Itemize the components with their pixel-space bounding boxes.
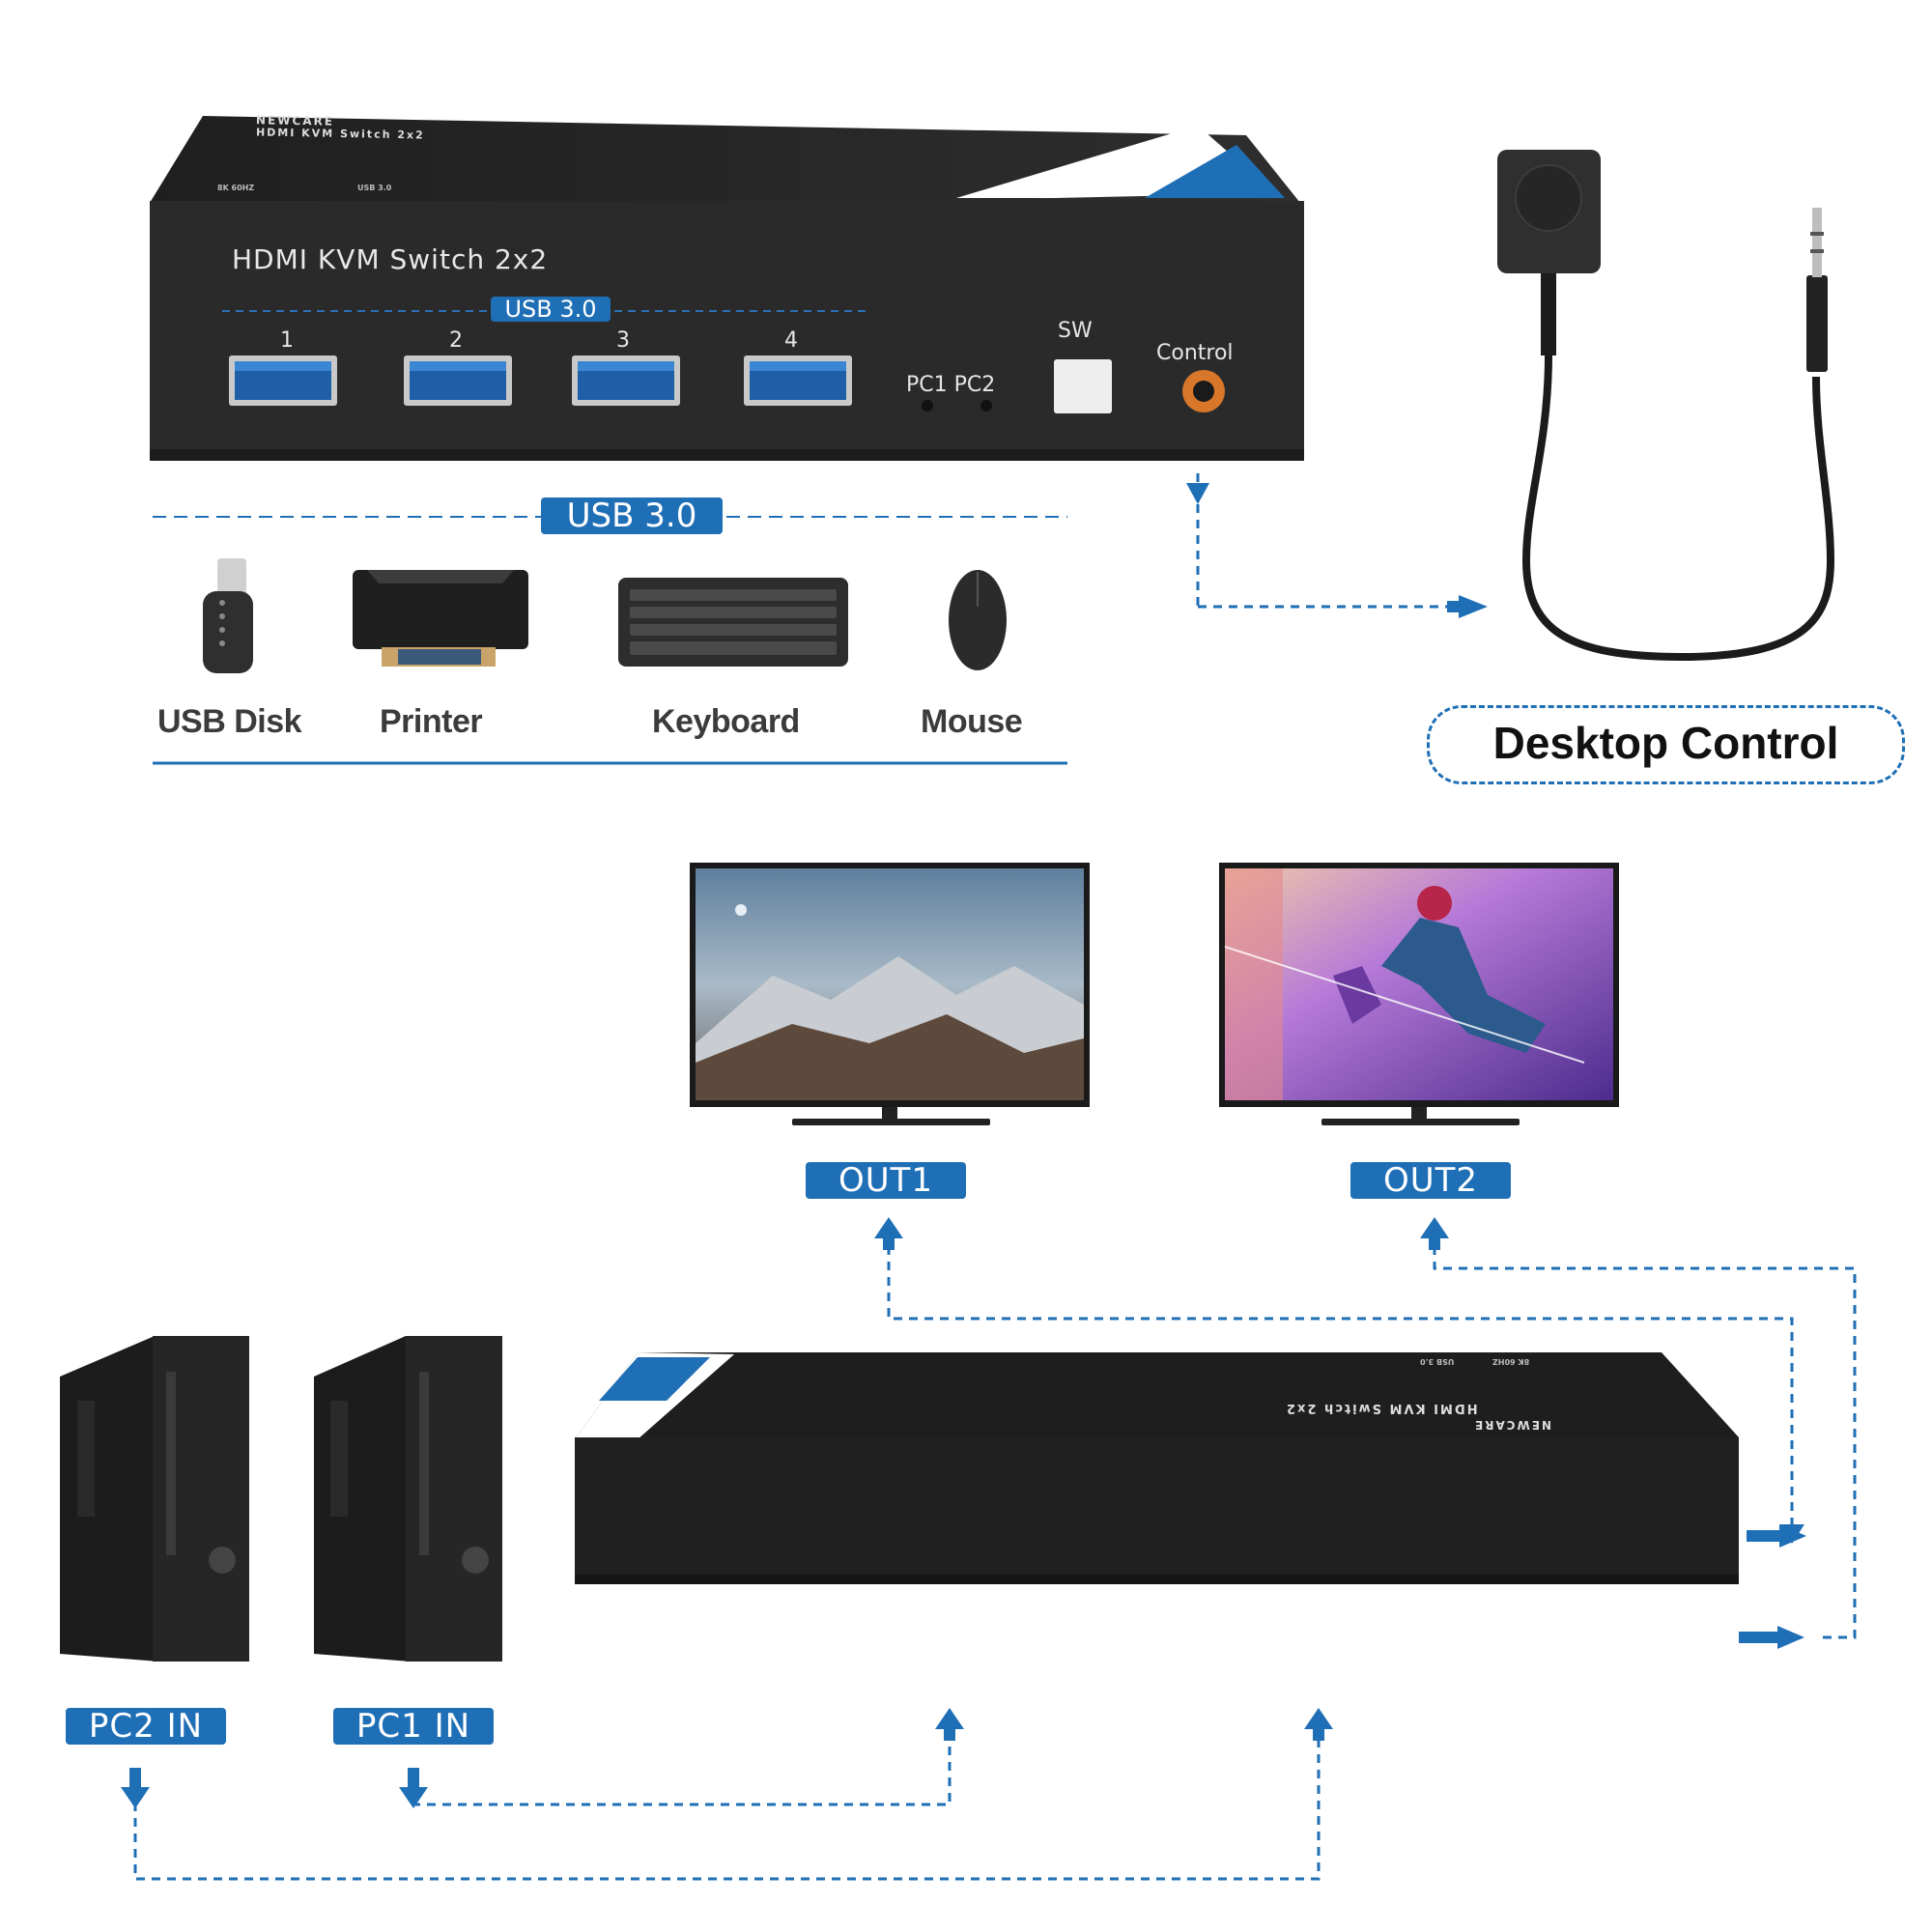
rear-spec-1: 8K 60HZ <box>1492 1357 1530 1366</box>
printer-label: Printer <box>380 703 483 740</box>
usb-disk-icon <box>203 558 253 673</box>
pc2-led <box>980 400 992 412</box>
usb-port-1 <box>229 355 337 406</box>
usb-port-4 <box>744 355 852 406</box>
rear-title: HDMI KVM Switch 2x2 <box>1285 1401 1478 1415</box>
kvm-top-spec-2: USB 3.0 <box>357 184 392 192</box>
usb-disk-label: USB Disk <box>157 703 302 740</box>
keyboard-icon <box>618 578 848 667</box>
pc-tower-icon <box>60 1336 249 1662</box>
control-label: Control <box>1156 341 1234 365</box>
mouse-label: Mouse <box>921 703 1023 740</box>
port-number-2: 2 <box>449 328 463 353</box>
out1-badge: OUT1 <box>806 1162 966 1199</box>
pc1-in-badge: PC1 IN <box>333 1708 494 1745</box>
keyboard-label: Keyboard <box>652 703 800 740</box>
pc-tower-icon <box>314 1336 502 1662</box>
arrow-icon <box>874 1217 903 1238</box>
kvm-rear-device <box>575 1352 1739 1584</box>
mouse-icon <box>949 570 1007 670</box>
usb-section-badge: USB 3.0 <box>541 497 723 534</box>
pc2-in-badge: PC2 IN <box>66 1708 226 1745</box>
port-number-1: 1 <box>280 328 294 353</box>
kvm-front-title: HDMI KVM Switch 2x2 <box>232 243 549 275</box>
rear-spec-2: USB 3.0 <box>1420 1357 1455 1366</box>
out2-badge: OUT2 <box>1350 1162 1511 1199</box>
usb-port-3 <box>572 355 680 406</box>
arrow-icon <box>1186 483 1209 504</box>
arrow-icon <box>1459 595 1488 618</box>
tv-out2 <box>1219 863 1619 1125</box>
kvm-usb-badge: USB 3.0 <box>491 297 611 322</box>
arrow-icon <box>1420 1217 1449 1238</box>
arrow-icon <box>1304 1708 1333 1729</box>
printer-icon <box>353 570 528 667</box>
pc1-led <box>922 400 933 412</box>
arrow-icon <box>399 1787 428 1808</box>
arrow-icon <box>121 1787 150 1808</box>
sw-label: SW <box>1058 319 1093 343</box>
port-number-3: 3 <box>616 328 630 353</box>
desktop-control-label: Desktop Control <box>1427 705 1905 784</box>
tv-out1 <box>690 863 1090 1125</box>
kvm-front-device <box>150 116 1304 461</box>
arrow-icon <box>935 1708 964 1729</box>
arrow-icon <box>1777 1626 1804 1649</box>
usb-port-2 <box>404 355 512 406</box>
rear-brand-logo: NEWCARE <box>1473 1418 1552 1432</box>
desktop-control-icon <box>1497 150 1835 662</box>
kvm-top-spec-1: 8K 60HZ <box>217 184 255 192</box>
sw-button <box>1054 359 1112 413</box>
port-number-4: 4 <box>784 328 798 353</box>
pc-led-labels: PC1 PC2 <box>906 373 996 397</box>
